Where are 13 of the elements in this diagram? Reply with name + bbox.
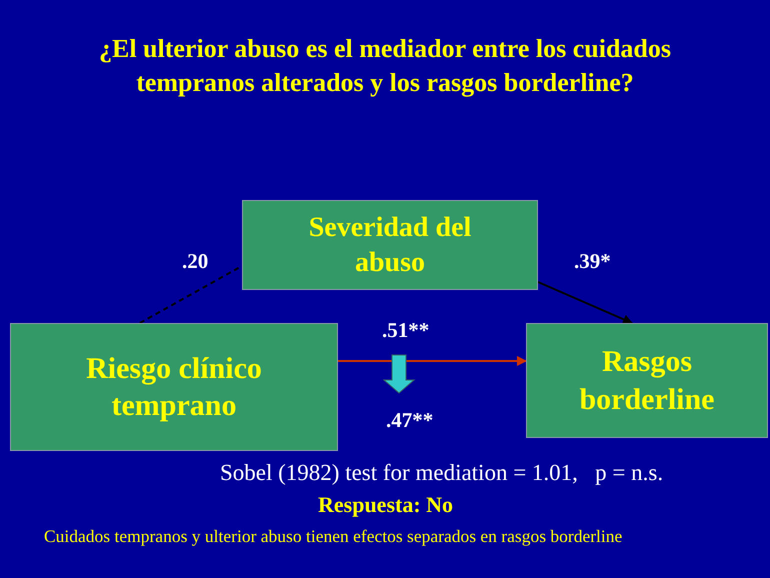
variable-box	[10, 323, 338, 451]
slide-title: ¿El ulterior abuso es el mediador entre los cuidados tempranos alterados y los rasgos borderline?	[98, 33, 672, 99]
answer-text: Respuesta: No	[318, 492, 454, 518]
variable-box	[242, 200, 538, 290]
conclusion-text: Cuidados tempranos y ulterior abuso tienen efectos separados en rasgos borderline	[44, 526, 622, 547]
test-result-text: Sobel (1982) test for mediation = 1.01, p = n.s.	[220, 460, 664, 486]
arrow	[538, 281, 633, 324]
variable-box	[526, 323, 768, 438]
variable-name: Rasgos borderline	[578, 344, 716, 418]
variable-name: Riesgo clínico temprano	[85, 350, 263, 424]
arrow	[338, 356, 527, 366]
coefficient-label: .47**	[386, 408, 434, 433]
variable-name: Severidad del abuso	[308, 211, 472, 280]
